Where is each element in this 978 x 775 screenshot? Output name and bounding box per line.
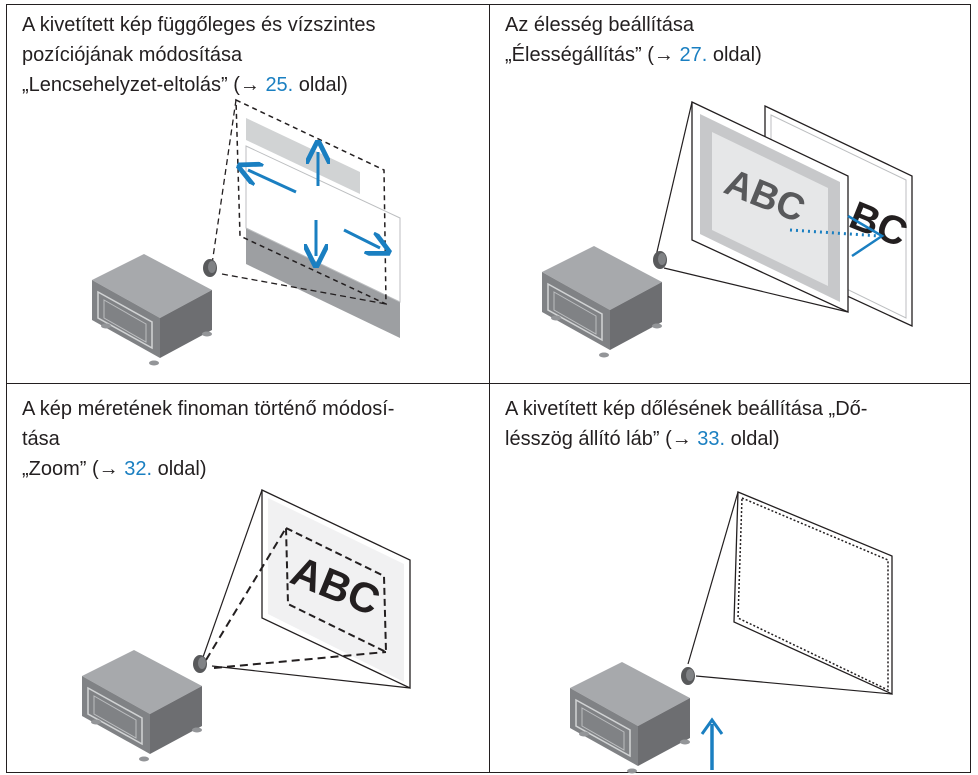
caption-line: A kép méretének finoman történő módosí- <box>22 398 395 420</box>
grid-divider-horizontal <box>7 383 970 384</box>
reference-text: „Élességállítás” (→ <box>505 44 680 66</box>
zoom-illustration: ABC <box>81 488 411 763</box>
page-link-25[interactable]: 25. <box>265 74 294 96</box>
caption-line: A kivetített kép dőlésének beállítása „D… <box>505 398 868 420</box>
caption-tilt: A kivetített kép dőlésének beállítása „D… <box>505 394 867 454</box>
caption-line: pozíciójának módosítása <box>22 44 243 66</box>
grid-divider-vertical <box>489 5 490 772</box>
illustration-grid <box>6 4 971 773</box>
caption-reference: „Élességállítás” (→ 27. oldal) <box>505 40 762 70</box>
caption-reference: „Lencsehelyzet-eltolás” (→ 25. oldal) <box>22 70 376 100</box>
tilt-illustration <box>569 491 893 775</box>
page-link-27[interactable]: 27. <box>679 44 708 66</box>
caption-focus: Az élesség beállítása „Élességállítás” (… <box>505 10 762 70</box>
lens-shift-illustration <box>91 98 401 367</box>
caption-line: tása <box>22 428 60 450</box>
reference-text: oldal) <box>152 458 207 480</box>
reference-text: oldal) <box>293 74 348 96</box>
caption-zoom: A kép méretének finoman történő módosí- … <box>22 394 394 484</box>
caption-lens-shift: A kivetített kép függőleges és vízszinte… <box>22 10 376 100</box>
reference-text: „Zoom” (→ <box>22 458 125 480</box>
caption-line: Az élesség beállítása <box>505 14 695 36</box>
reference-text: „Lencsehelyzet-eltolás” (→ <box>22 74 266 96</box>
reference-text: lésszög állító láb” (→ <box>505 428 698 450</box>
page-link-33[interactable]: 33. <box>697 428 726 450</box>
page-link-32[interactable]: 32. <box>124 458 153 480</box>
caption-line: A kivetített kép függőleges és vízszinte… <box>22 14 376 36</box>
reference-text: oldal) <box>707 44 762 66</box>
reference-text: oldal) <box>725 428 780 450</box>
caption-reference: lésszög állító láb” (→ 33. oldal) <box>505 424 867 454</box>
focus-illustration: ABC ABC <box>541 100 913 359</box>
caption-reference: „Zoom” (→ 32. oldal) <box>22 454 394 484</box>
